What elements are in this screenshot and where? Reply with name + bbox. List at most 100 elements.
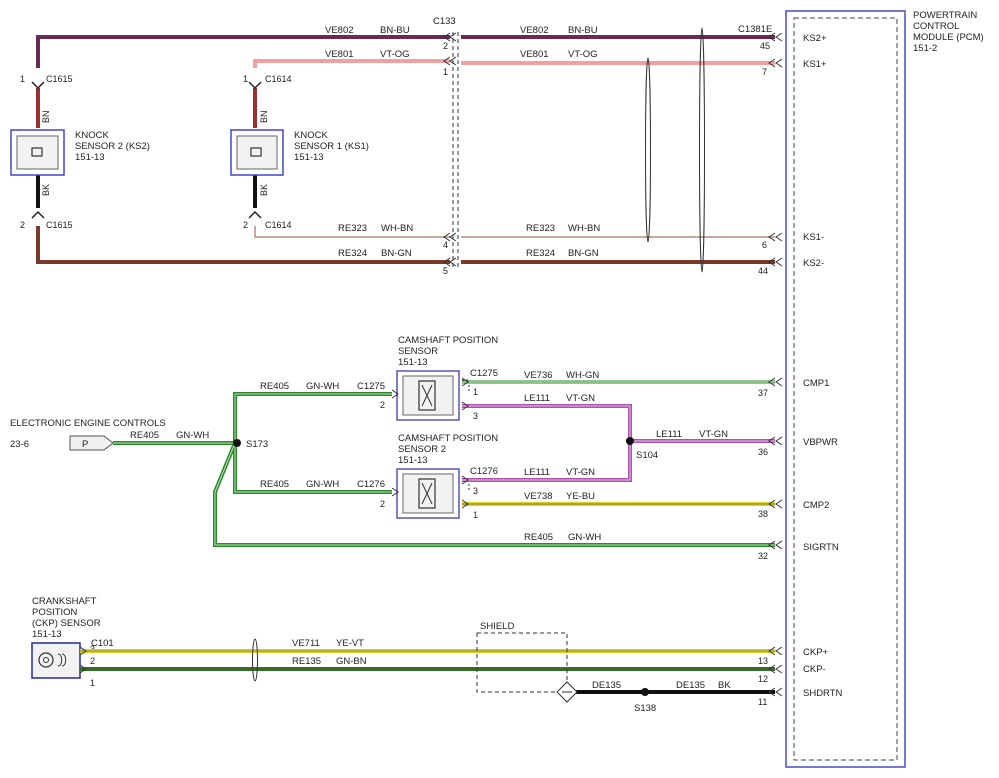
re405-top-circuit: RE405 (260, 381, 289, 392)
re405-top-color: GN-WH (306, 381, 339, 392)
cmp2-pin-r1: 3 (473, 486, 478, 496)
pcm-title-4: 151-2 (913, 43, 937, 54)
eec-label: ELECTRONIC ENGINE CONTROLS (10, 418, 166, 429)
de135-right-circuit: DE135 (676, 680, 705, 691)
pinnum-37: 37 (758, 388, 768, 398)
twisted-pair-ckp (252, 638, 258, 682)
re323-left-circuit: RE323 (338, 223, 367, 234)
ks1-wire-bot: BK (259, 184, 269, 196)
splice-s104 (626, 437, 634, 445)
ve801-right-color: VT-OG (568, 49, 598, 60)
re405-ec-circuit: RE405 (130, 430, 159, 441)
ve711-circuit: VE711 (292, 638, 320, 649)
eec-ref: 23-6 (10, 439, 29, 450)
pin-vbpwr: VBPWR (803, 437, 838, 448)
cmp1-pin-left: 2 (380, 400, 385, 410)
pin-ks2m: KS2- (803, 258, 824, 269)
ks2-label-1: KNOCK (75, 130, 109, 141)
s104-label: S104 (636, 450, 658, 461)
ks2-wire-bot: BK (41, 184, 51, 196)
pin-ks1m: KS1- (803, 232, 824, 243)
pcm-title-3: MODULE (PCM) (913, 32, 984, 43)
wire-re324: RE324 BN-GN RE324 BN-GN (36, 226, 775, 264)
c133-pin-5: 5 (443, 266, 448, 276)
splice-s173 (233, 439, 241, 447)
cmp2-label-1: CAMSHAFT POSITION (398, 433, 498, 444)
le111-b-color: VT-GN (699, 429, 728, 440)
ve802-left-color: BN-BU (380, 25, 410, 36)
ckp-pin-1: 1 (90, 678, 95, 688)
cmp2-conn-right: C1276 (470, 466, 498, 477)
wire-ve801: VE801 VT-OG VE801 VT-OG (253, 49, 775, 68)
ks1-label-3: 151-13 (294, 152, 324, 163)
pin-ks2p: KS2+ (803, 33, 827, 44)
eec-pin: P (82, 439, 88, 450)
cmp-sensor-2: CAMSHAFT POSITION SENSOR 2 151-13 C1276 … (357, 433, 498, 520)
ks1-pin-bot: 2 (243, 220, 248, 230)
cmp2-label-3: 151-13 (398, 455, 428, 466)
ve801-left-color: VT-OG (380, 49, 410, 60)
pin-ks1p: KS1+ (803, 59, 827, 70)
pin-cmp2: CMP2 (803, 500, 829, 511)
ks2-pin-top: 1 (20, 74, 25, 84)
wire-re135: RE135 GN-BN (80, 656, 775, 671)
c133-pin-2: 2 (443, 41, 448, 51)
le111-a-circuit: LE111 (524, 393, 550, 404)
pcm-connector-label: C1381E (738, 24, 772, 35)
ks2-conn-top: C1615 (46, 74, 73, 84)
knock-sensor-1: 1 C1614 2 C1614 BN BK KNOCK SENSOR 1 (KS… (230, 74, 369, 230)
wire-le111 (462, 404, 775, 482)
pinnum-13: 13 (758, 656, 768, 666)
re323-left-color: WH-BN (381, 223, 413, 234)
pinnum-44: 44 (758, 266, 768, 276)
cmp1-label-3: 151-13 (398, 357, 428, 368)
ks2-label-3: 151-13 (75, 152, 105, 163)
knock-sensor-2: 1 C1615 2 C1615 BN BK KNOCK SENSOR 2 (KS… (10, 74, 150, 230)
cmp-sensor-1: CAMSHAFT POSITION SENSOR 151-13 C1275 2 … (357, 335, 498, 421)
ks2-pin-bot: 2 (20, 220, 25, 230)
ve736-circuit: VE736 (524, 370, 553, 381)
pin-shdrtn: SHDRTN (803, 688, 843, 699)
re324-right-circuit: RE324 (526, 248, 555, 259)
pcm-title-2: CONTROL (913, 21, 959, 32)
ve738-color: YE-BU (566, 491, 595, 502)
ks1-conn-bot: C1614 (265, 220, 292, 230)
c133-pin-4: 4 (443, 240, 448, 250)
shield-label: SHIELD (480, 621, 514, 632)
pinnum-36: 36 (758, 447, 768, 457)
wire-ve736: VE736 WH-GN (462, 370, 775, 384)
ks1-wire-top: BN (259, 110, 269, 123)
cmp1-label-2: SENSOR (398, 346, 438, 357)
re405-bot-circuit: RE405 (524, 532, 553, 543)
cmp2-pin-r2: 1 (473, 510, 478, 520)
shield: SHIELD DE135 DE135 BK S138 (476, 621, 775, 714)
re405-ec-color: GN-WH (176, 430, 209, 441)
wire-ve802: VE802 BN-BU VE802 BN-BU (36, 25, 775, 68)
re405-mid-color: GN-WH (306, 479, 339, 490)
wire-ve711: VE711 YE-VT (80, 638, 775, 653)
ve738-circuit: VE738 (524, 491, 553, 502)
le111-a-color: VT-GN (566, 393, 595, 404)
re324-right-color: BN-GN (568, 248, 599, 259)
pinnum-7: 7 (762, 67, 767, 77)
pin-cmp1: CMP1 (803, 378, 829, 389)
pcm-module: POWERTRAIN CONTROL MODULE (PCM) 151-2 C1… (738, 10, 984, 768)
ve801-right-circuit: VE801 (520, 49, 549, 60)
ks2-wire-top: BN (41, 110, 51, 123)
le111-c-color: VT-GN (566, 467, 595, 478)
pinnum-45: 45 (760, 41, 770, 51)
c133-connector: C133 2 1 4 5 (433, 16, 459, 276)
ve711-color: YE-VT (336, 638, 364, 649)
re324-left-color: BN-GN (381, 248, 412, 259)
ks1-pin-top: 1 (243, 74, 248, 84)
pin-sigrtn: SIGRTN (803, 542, 839, 553)
ckp-pin-2: 2 (90, 656, 95, 666)
re405-mid-circuit: RE405 (260, 479, 289, 490)
pinnum-12: 12 (758, 674, 768, 684)
ve802-left-circuit: VE802 (325, 25, 354, 36)
pcm-arrows-cmp (391, 377, 783, 550)
cmp2-label-2: SENSOR 2 (398, 444, 446, 455)
ks2-conn-bot: C1615 (46, 220, 73, 230)
wire-re405-highlight (113, 393, 775, 546)
